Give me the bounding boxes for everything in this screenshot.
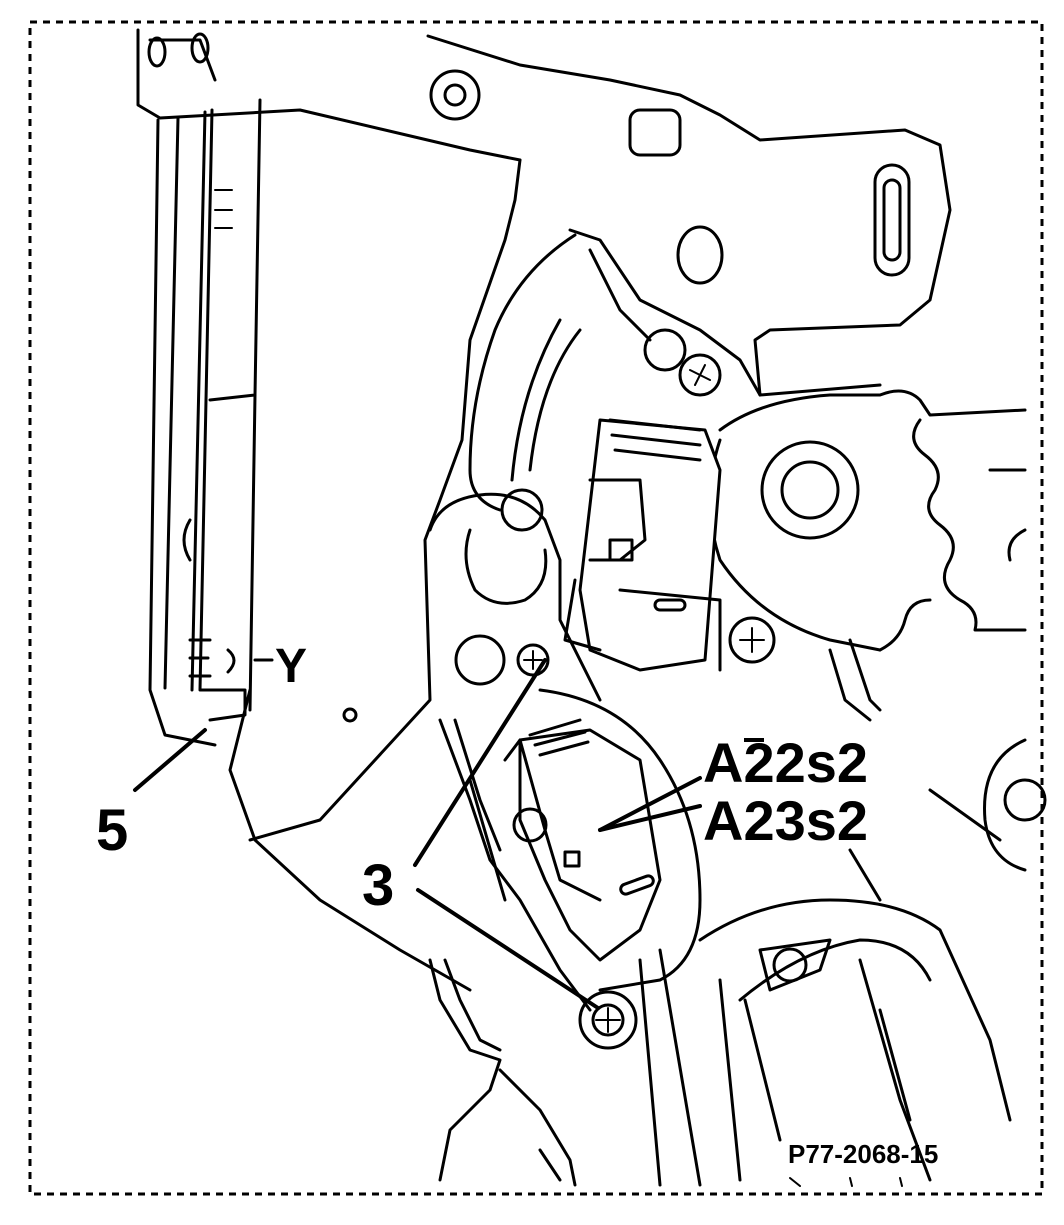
leader-3-lower [416, 888, 600, 1010]
leader-lines [133, 658, 702, 1010]
main-plate [228, 34, 952, 992]
pivot-gear [708, 389, 1027, 664]
callout-5: 5 [96, 798, 128, 863]
figure-code: P77-2068-15 [788, 1139, 938, 1169]
upper-switch-a22s2 [563, 418, 722, 672]
callout-a22s2: A22s2 [703, 731, 868, 794]
left-rail [136, 28, 522, 747]
lower-structure [428, 638, 1047, 1187]
upper-lever [468, 228, 762, 512]
callout-y: Y [275, 640, 307, 693]
lower-lever [428, 488, 702, 1012]
dashed-frame [28, 20, 1044, 1196]
rail-tick-marks [188, 638, 212, 678]
leader-a22s2 [598, 776, 702, 832]
leader-a23s2 [598, 804, 702, 832]
callout-3: 3 [362, 853, 394, 918]
figure-code-marks [789, 1177, 903, 1187]
leader-5 [133, 728, 207, 792]
leader-3-upper [413, 658, 547, 867]
rail-bracket-mark [226, 648, 236, 674]
callout-a23s2: A23s2 [703, 789, 868, 852]
lower-switch-a23s2 [503, 718, 662, 1050]
